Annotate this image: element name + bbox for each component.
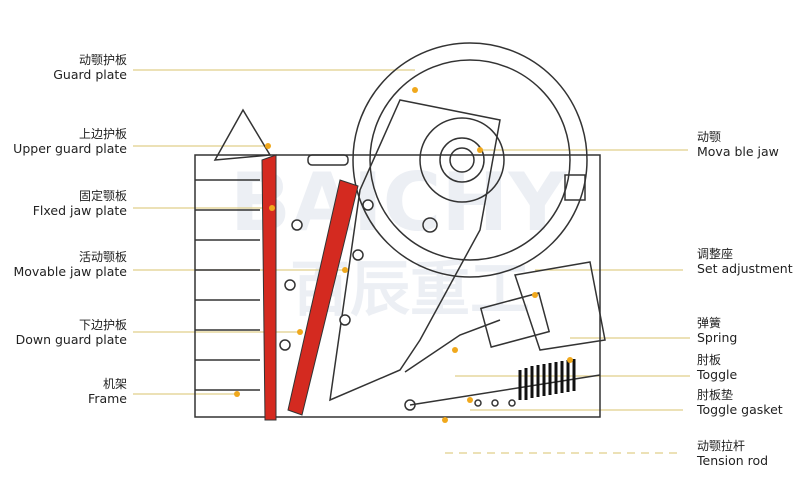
frame bbox=[194, 108, 601, 418]
label-zh: 机架 bbox=[102, 377, 127, 391]
fixed-jaw-plate bbox=[261, 154, 277, 421]
svg-text:BAICHY: BAICHY bbox=[230, 156, 567, 249]
label-zh: 肘板 bbox=[697, 353, 722, 367]
label-en: Tension rod bbox=[697, 452, 769, 468]
leader-lines bbox=[133, 69, 690, 454]
label-en: Toggle bbox=[697, 366, 738, 382]
label-zh: 肘板垫 bbox=[697, 388, 734, 402]
spring bbox=[518, 359, 576, 400]
watermark: BAICHY 百辰重工 bbox=[230, 156, 567, 325]
label-en: Toggle gasket bbox=[697, 401, 783, 417]
label-zh: 下边护板 bbox=[78, 318, 127, 332]
label-en: Set adjustment bbox=[697, 260, 793, 276]
markers bbox=[234, 87, 573, 423]
label-zh: 动颚护板 bbox=[78, 53, 127, 67]
label-zh: 弹簧 bbox=[697, 316, 722, 330]
label-zh: 动颚 bbox=[697, 130, 722, 144]
label-zh: 活动颚板 bbox=[78, 250, 127, 264]
label-zh: 动颚拉杆 bbox=[697, 439, 746, 453]
label-zh: 调整座 bbox=[697, 247, 734, 261]
movable-jaw-plate bbox=[287, 179, 359, 416]
label-en: Spring bbox=[697, 329, 738, 345]
label-en: Movable jaw plate bbox=[13, 263, 127, 279]
flywheel bbox=[352, 42, 588, 278]
gasket-bolts bbox=[474, 399, 516, 407]
label-zh: 固定颚板 bbox=[78, 189, 127, 203]
label-en: Flxed jaw plate bbox=[32, 202, 127, 218]
label-en: Frame bbox=[88, 390, 127, 406]
bolts bbox=[279, 199, 374, 351]
label-en: Guard plate bbox=[53, 66, 127, 82]
label-zh: 上边护板 bbox=[78, 127, 127, 141]
label-en: Down guard plate bbox=[15, 331, 127, 347]
label-en: Upper guard plate bbox=[13, 140, 127, 156]
label-en: Mova ble jaw bbox=[697, 143, 779, 159]
